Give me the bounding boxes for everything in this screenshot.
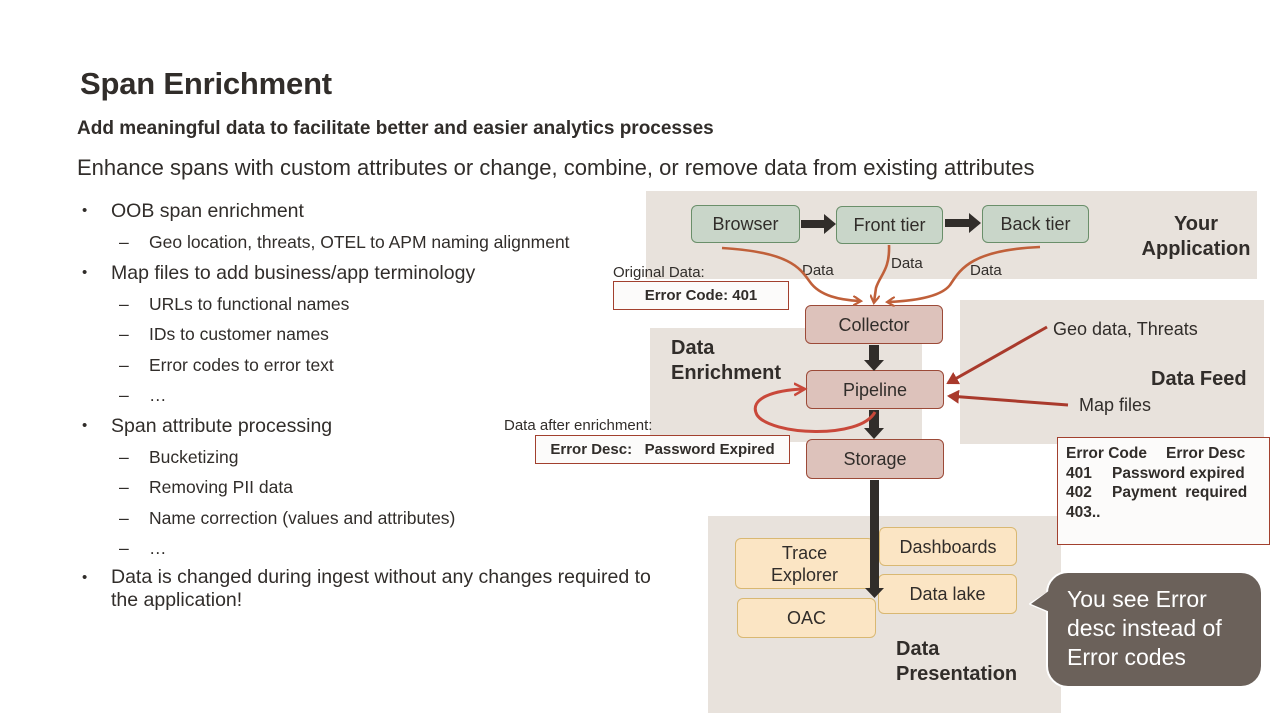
node-collector[interactable]: Collector	[805, 305, 943, 344]
table-header-row: Error Code Error Desc	[1066, 444, 1261, 464]
slide-subtitle: Add meaningful data to facilitate better…	[77, 118, 714, 139]
data-presentation-label: Data Presentation	[896, 637, 1017, 687]
sub-bullet: …	[80, 382, 660, 408]
bullet-span-attribute-processing: Span attribute processing	[80, 413, 660, 439]
node-storage[interactable]: Storage	[806, 439, 944, 479]
node-dashboards[interactable]: Dashboards	[879, 527, 1017, 566]
label-line: Enrichment	[671, 362, 782, 384]
label-line: Application	[1141, 238, 1251, 260]
table-row: 402 Payment required	[1066, 483, 1261, 503]
label-line: Data	[671, 337, 715, 359]
table-cell: 401	[1066, 464, 1092, 482]
node-label: Trace Explorer	[770, 542, 839, 585]
slide-lead-text: Enhance spans with custom attributes or …	[77, 155, 1035, 180]
original-data-caption: Original Data:	[613, 264, 705, 281]
callout-bubble: You see Error desc instead of Error code…	[1046, 571, 1263, 688]
flow-label-data: Data	[970, 262, 1002, 279]
bullet-oob-enrichment: OOB span enrichment	[80, 198, 660, 224]
your-application-label: Your Application	[1138, 212, 1254, 262]
node-data-lake[interactable]: Data lake	[878, 574, 1017, 614]
sub-bullet: Name correction (values and attributes)	[80, 505, 660, 531]
flow-label-data: Data	[802, 262, 834, 279]
table-cell: 403..	[1066, 503, 1101, 521]
sub-bullet: Removing PII data	[80, 474, 660, 500]
table-header-cell: Error Desc	[1166, 445, 1246, 462]
error-mapping-table: Error Code Error Desc 401 Password expired…	[1057, 437, 1270, 545]
node-oac[interactable]: OAC	[737, 598, 876, 638]
table-cell: Payment required	[1112, 484, 1248, 501]
data-enrichment-label: Data Enrichment	[671, 336, 781, 386]
node-front-tier[interactable]: Front tier	[836, 206, 943, 244]
original-data-value: Error Code: 401	[613, 281, 789, 310]
node-back-tier[interactable]: Back tier	[982, 205, 1089, 243]
label-line: Presentation	[896, 663, 1018, 685]
label-line: Your	[1173, 213, 1219, 235]
label-line: Data	[896, 638, 940, 660]
after-enrichment-caption: Data after enrichment:	[504, 417, 653, 434]
feed-input-map-files: Map files	[1079, 395, 1152, 415]
data-feed-label: Data Feed	[1151, 368, 1247, 390]
sub-bullet: IDs to customer names	[80, 321, 660, 347]
flow-label-data: Data	[891, 255, 923, 272]
table-row: 403..	[1066, 503, 1261, 523]
table-row: 401 Password expired	[1066, 464, 1261, 484]
bullet-map-files: Map files to add business/app terminolog…	[80, 260, 660, 286]
sub-bullet: Error codes to error text	[80, 352, 660, 378]
bullet-list: OOB span enrichment Geo location, threat…	[80, 198, 660, 617]
sub-bullet: Geo location, threats, OTEL to APM namin…	[80, 229, 660, 255]
sub-bullet: URLs to functional names	[80, 291, 660, 317]
slide-title: Span Enrichment	[80, 66, 332, 101]
table-cell: 402	[1066, 484, 1092, 501]
node-browser[interactable]: Browser	[691, 205, 800, 243]
node-trace-explorer[interactable]: Trace Explorer	[735, 538, 874, 589]
table-header-cell: Error Code	[1066, 445, 1147, 462]
bullet-data-changed: Data is changed during ingest without an…	[80, 566, 651, 612]
feed-input-geo-threats: Geo data, Threats	[1053, 319, 1198, 339]
table-cell: Password expired	[1112, 464, 1245, 482]
sub-bullet: Bucketizing	[80, 444, 660, 470]
after-enrichment-value: Error Desc: Password Expired	[535, 435, 790, 464]
node-pipeline[interactable]: Pipeline	[806, 370, 944, 409]
sub-bullet: …	[80, 535, 660, 561]
